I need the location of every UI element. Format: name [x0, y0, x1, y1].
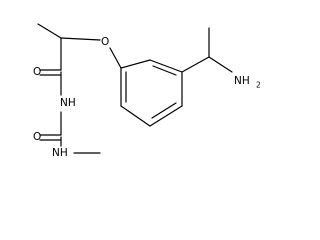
- amide-nh-label: NH: [60, 97, 76, 109]
- methylamine-nh-label: NH: [52, 147, 68, 159]
- urea-oxygen-label: O: [33, 131, 41, 143]
- bond-methyl-alpha: [37, 23, 62, 39]
- ring-inner-2: [151, 102, 177, 119]
- ring-bond-1: [120, 59, 151, 69]
- ring-inner-1: [152, 65, 177, 76]
- ring-bond-4: [149, 105, 183, 127]
- ether-oxygen-label: O: [101, 36, 109, 48]
- ring-bond-5: [120, 105, 151, 127]
- molecule-structure-diagram: O O NH O NH NH 2: [33, 23, 261, 159]
- ring-bond-2: [149, 59, 183, 73]
- amine-n-label: NH: [234, 75, 250, 87]
- carbonyl-oxygen-label: O: [33, 66, 41, 78]
- amine-subscript-label: 2: [256, 81, 261, 90]
- bond-ring-ch: [181, 56, 210, 73]
- bond-alpha-ether-o: [60, 37, 101, 41]
- bond-ether-o-ring: [109, 47, 122, 69]
- bond-ch-amine: [208, 56, 233, 73]
